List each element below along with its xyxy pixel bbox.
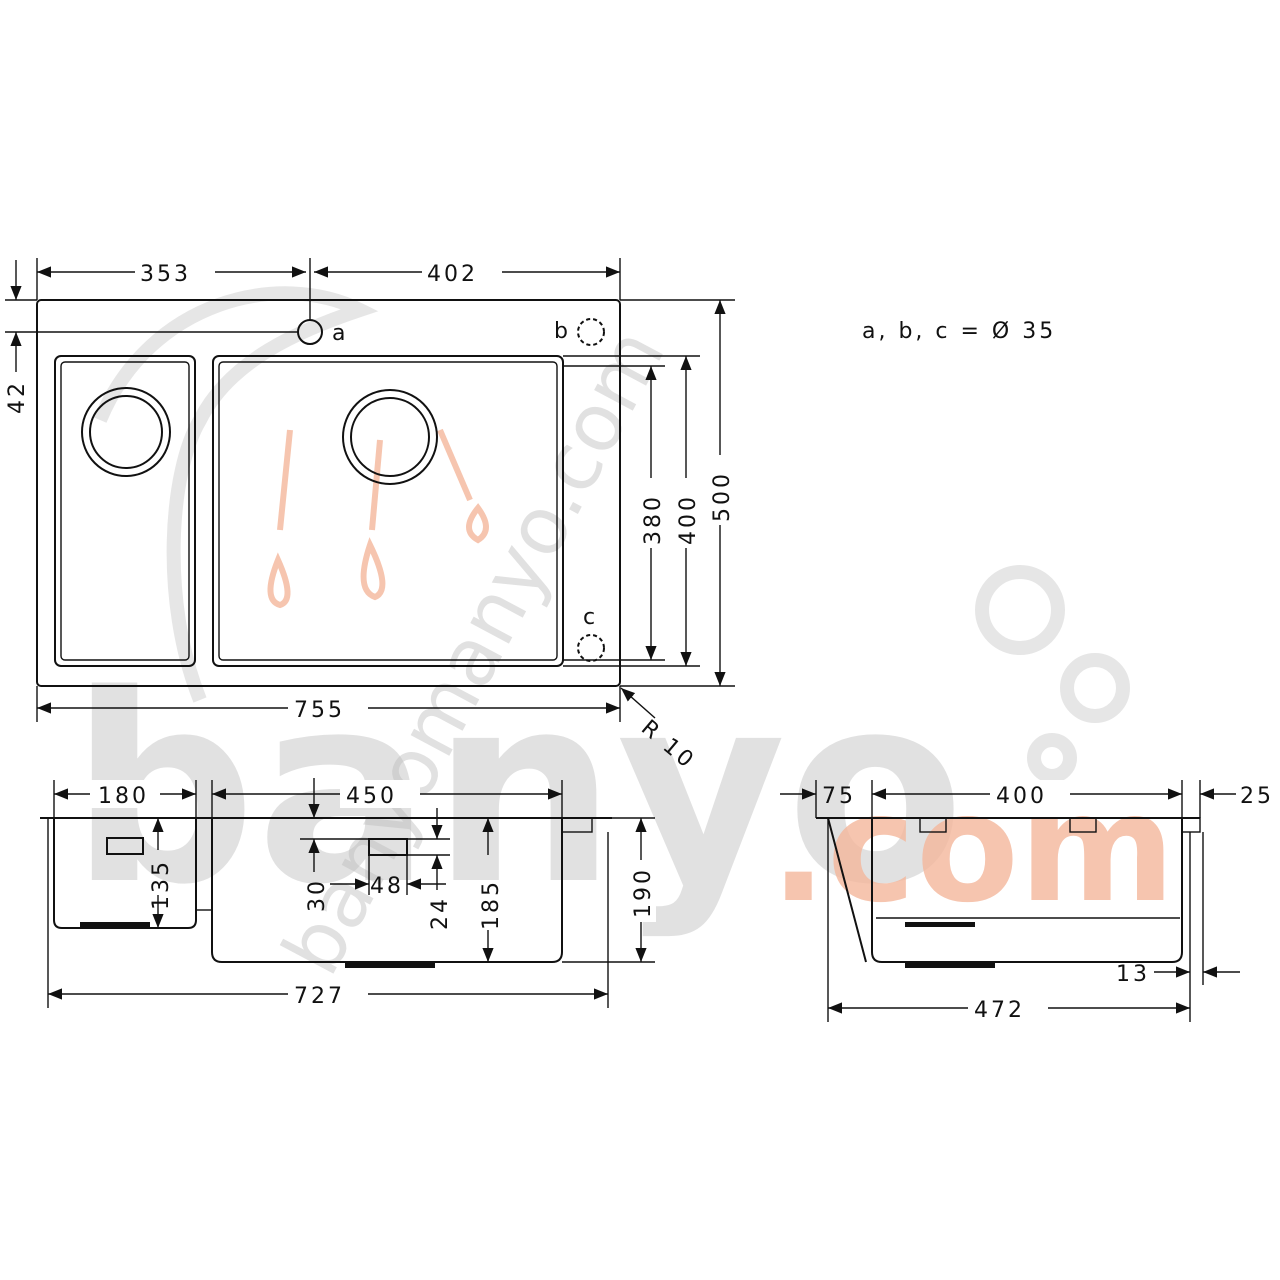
small-bowl-inner	[60, 361, 190, 661]
dim-label-bg	[288, 980, 368, 1008]
large-overflow	[368, 838, 408, 856]
dim-472: 472	[974, 998, 1025, 1023]
hole-a-label: a	[332, 321, 348, 346]
dim-75: 75	[822, 784, 856, 809]
dim-label-bg	[628, 860, 656, 922]
hole-diameter-note: a, b, c = Ø 35	[862, 319, 1056, 344]
dim-48: 48	[370, 874, 404, 899]
watermark-circle-small	[1027, 733, 1077, 783]
dim-13: 13	[1116, 962, 1150, 987]
dim-label-bg	[673, 478, 701, 548]
watermark: banyo .com banyomanyo.com	[70, 286, 1175, 989]
tap-hole-c	[577, 634, 605, 662]
small-bowl-outline	[54, 355, 196, 667]
dim-180: 180	[98, 784, 149, 809]
large-bowl-inner	[218, 361, 558, 661]
watermark-circle-medium	[1060, 653, 1130, 723]
dim-label-bg	[707, 455, 735, 525]
dim-label-bg	[90, 780, 160, 808]
dim-side-400: 400	[996, 784, 1047, 809]
small-bowl-drain-inner	[89, 395, 163, 469]
rim-flange	[561, 817, 593, 833]
dim-353: 353	[140, 262, 191, 287]
watermark-circle-large	[975, 565, 1065, 655]
dim-label-bg	[638, 478, 666, 548]
dim-label-bg	[968, 994, 1048, 1022]
watermark-swoosh	[93, 286, 379, 703]
dim-727: 727	[294, 984, 345, 1009]
radius-leader	[620, 687, 656, 719]
dim-755: 755	[294, 698, 345, 723]
tap-hole-b	[577, 318, 605, 346]
dim-label-bg	[422, 258, 502, 286]
top-view: a b c a, b, c = Ø 35 353 402 42 380	[5, 258, 1056, 775]
small-overflow	[106, 837, 144, 855]
hole-c-label: c	[583, 605, 598, 630]
watermark-droplets	[267, 428, 489, 609]
hole-b-label: b	[554, 319, 571, 344]
dim-402: 402	[427, 262, 478, 287]
small-bowl-drain	[81, 387, 171, 477]
side-section-view: 75 400 25 13 472	[780, 780, 1274, 1023]
large-bowl-drain	[342, 389, 438, 485]
side-rim-flange	[1181, 817, 1201, 833]
dim-42: 42	[5, 380, 30, 414]
dim-400: 400	[676, 494, 701, 545]
large-bowl-outline	[212, 355, 564, 667]
dim-30: 30	[305, 878, 330, 912]
side-clip-right	[1069, 817, 1097, 833]
dim-190: 190	[631, 867, 656, 918]
side-bowl-section	[871, 818, 1183, 963]
dim-500: 500	[710, 471, 735, 522]
side-clip-left	[919, 817, 947, 833]
side-slope-line	[827, 817, 867, 963]
dim-label-bg	[340, 780, 420, 808]
side-drain-bottom	[905, 962, 995, 968]
large-drain-bottom	[345, 962, 435, 968]
dim-25: 25	[1240, 784, 1274, 809]
dim-135: 135	[149, 859, 174, 910]
dim-450: 450	[346, 784, 397, 809]
dim-185: 185	[479, 879, 504, 930]
side-drain-inner	[905, 922, 975, 927]
dim-label-bg	[288, 694, 368, 722]
dim-380: 380	[641, 494, 666, 545]
dim-24: 24	[428, 896, 453, 930]
small-drain-bottom	[80, 922, 150, 928]
front-section-view: 180 450 135 30 48 24 185 190	[40, 778, 656, 1009]
large-bowl-drain-inner	[350, 397, 430, 477]
dim-label-bg	[135, 258, 215, 286]
sink-outline	[36, 299, 621, 687]
dim-label-bg	[990, 780, 1070, 808]
